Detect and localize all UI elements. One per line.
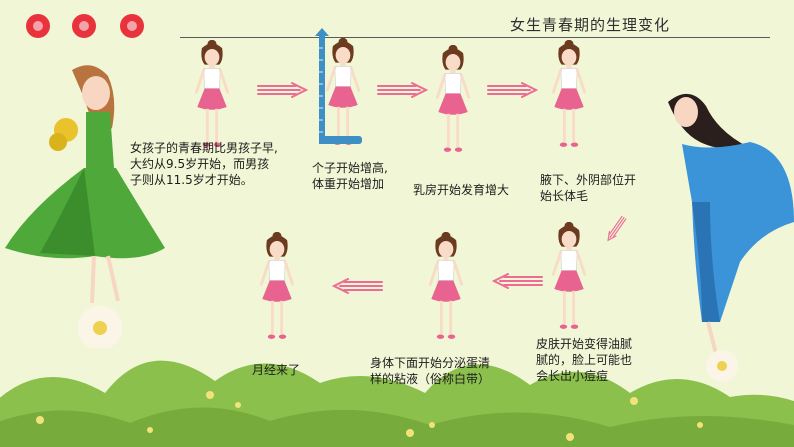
girl-figure-5	[546, 222, 592, 332]
arrow-left-icon	[332, 278, 384, 294]
arrow-right-icon	[376, 82, 428, 98]
green-hills	[0, 360, 794, 447]
girl-blue-dress-illustration	[668, 93, 794, 382]
girl-green-dress-illustration	[5, 65, 165, 348]
arrow-left-icon	[492, 273, 544, 289]
flower-icon	[72, 14, 96, 38]
step-caption-hair: 腋下、外阴部位开 始长体毛	[540, 172, 636, 204]
caption-line: 皮肤开始变得油腻	[536, 337, 633, 351]
caption-line: 体重开始增加	[312, 177, 385, 191]
caption-line: 始长体毛	[540, 189, 589, 203]
intro-line: 大约从9.5岁开始，而男孩	[130, 157, 270, 171]
caption-line: 乳房开始发育增大	[413, 183, 510, 197]
step-caption-menstruation: 月经来了	[252, 362, 300, 378]
flower-icon	[26, 14, 50, 38]
caption-line: 腋下、外阴部位开	[540, 173, 637, 187]
arrow-down-icon	[601, 214, 631, 244]
caption-line: 腻的，脸上可能也	[536, 353, 633, 367]
girl-figure-2	[320, 38, 366, 148]
girl-figure-4	[546, 40, 592, 150]
step-caption-skin: 皮肤开始变得油腻 腻的，脸上可能也 会长出小痘痘	[536, 336, 632, 384]
step-caption-breast: 乳房开始发育增大	[413, 182, 509, 198]
arrow-right-icon	[256, 82, 308, 98]
caption-line: 样的粘液（俗称白带）	[370, 372, 491, 386]
slide-title: 女生青春期的生理变化	[510, 16, 671, 34]
intro-line: 子则从11.5岁才开始。	[130, 173, 253, 187]
girl-figure-6	[423, 232, 469, 342]
height-ruler-icon	[315, 28, 329, 144]
step-caption-height: 个子开始增高, 体重开始增加	[312, 160, 388, 192]
girl-figure-3	[430, 45, 476, 155]
intro-caption: 女孩子的青春期比男孩子早, 大约从9.5岁开始，而男孩 子则从11.5岁才开始。	[130, 140, 278, 188]
flower-decoration	[26, 14, 144, 38]
step-caption-discharge: 身体下面开始分泌蛋清 样的粘液（俗称白带）	[370, 355, 490, 387]
girl-figure-7	[254, 232, 300, 342]
arrow-right-icon	[486, 82, 538, 98]
intro-line: 女孩子的青春期比男孩子早,	[130, 141, 278, 155]
caption-line: 月经来了	[252, 363, 301, 377]
title-underline	[180, 37, 770, 38]
scale-platform	[322, 136, 362, 144]
caption-line: 会长出小痘痘	[536, 369, 609, 383]
flower-icon	[120, 14, 144, 38]
girl-figure-1	[189, 40, 235, 150]
caption-line: 身体下面开始分泌蛋清	[370, 356, 491, 370]
caption-line: 个子开始增高,	[312, 161, 388, 175]
